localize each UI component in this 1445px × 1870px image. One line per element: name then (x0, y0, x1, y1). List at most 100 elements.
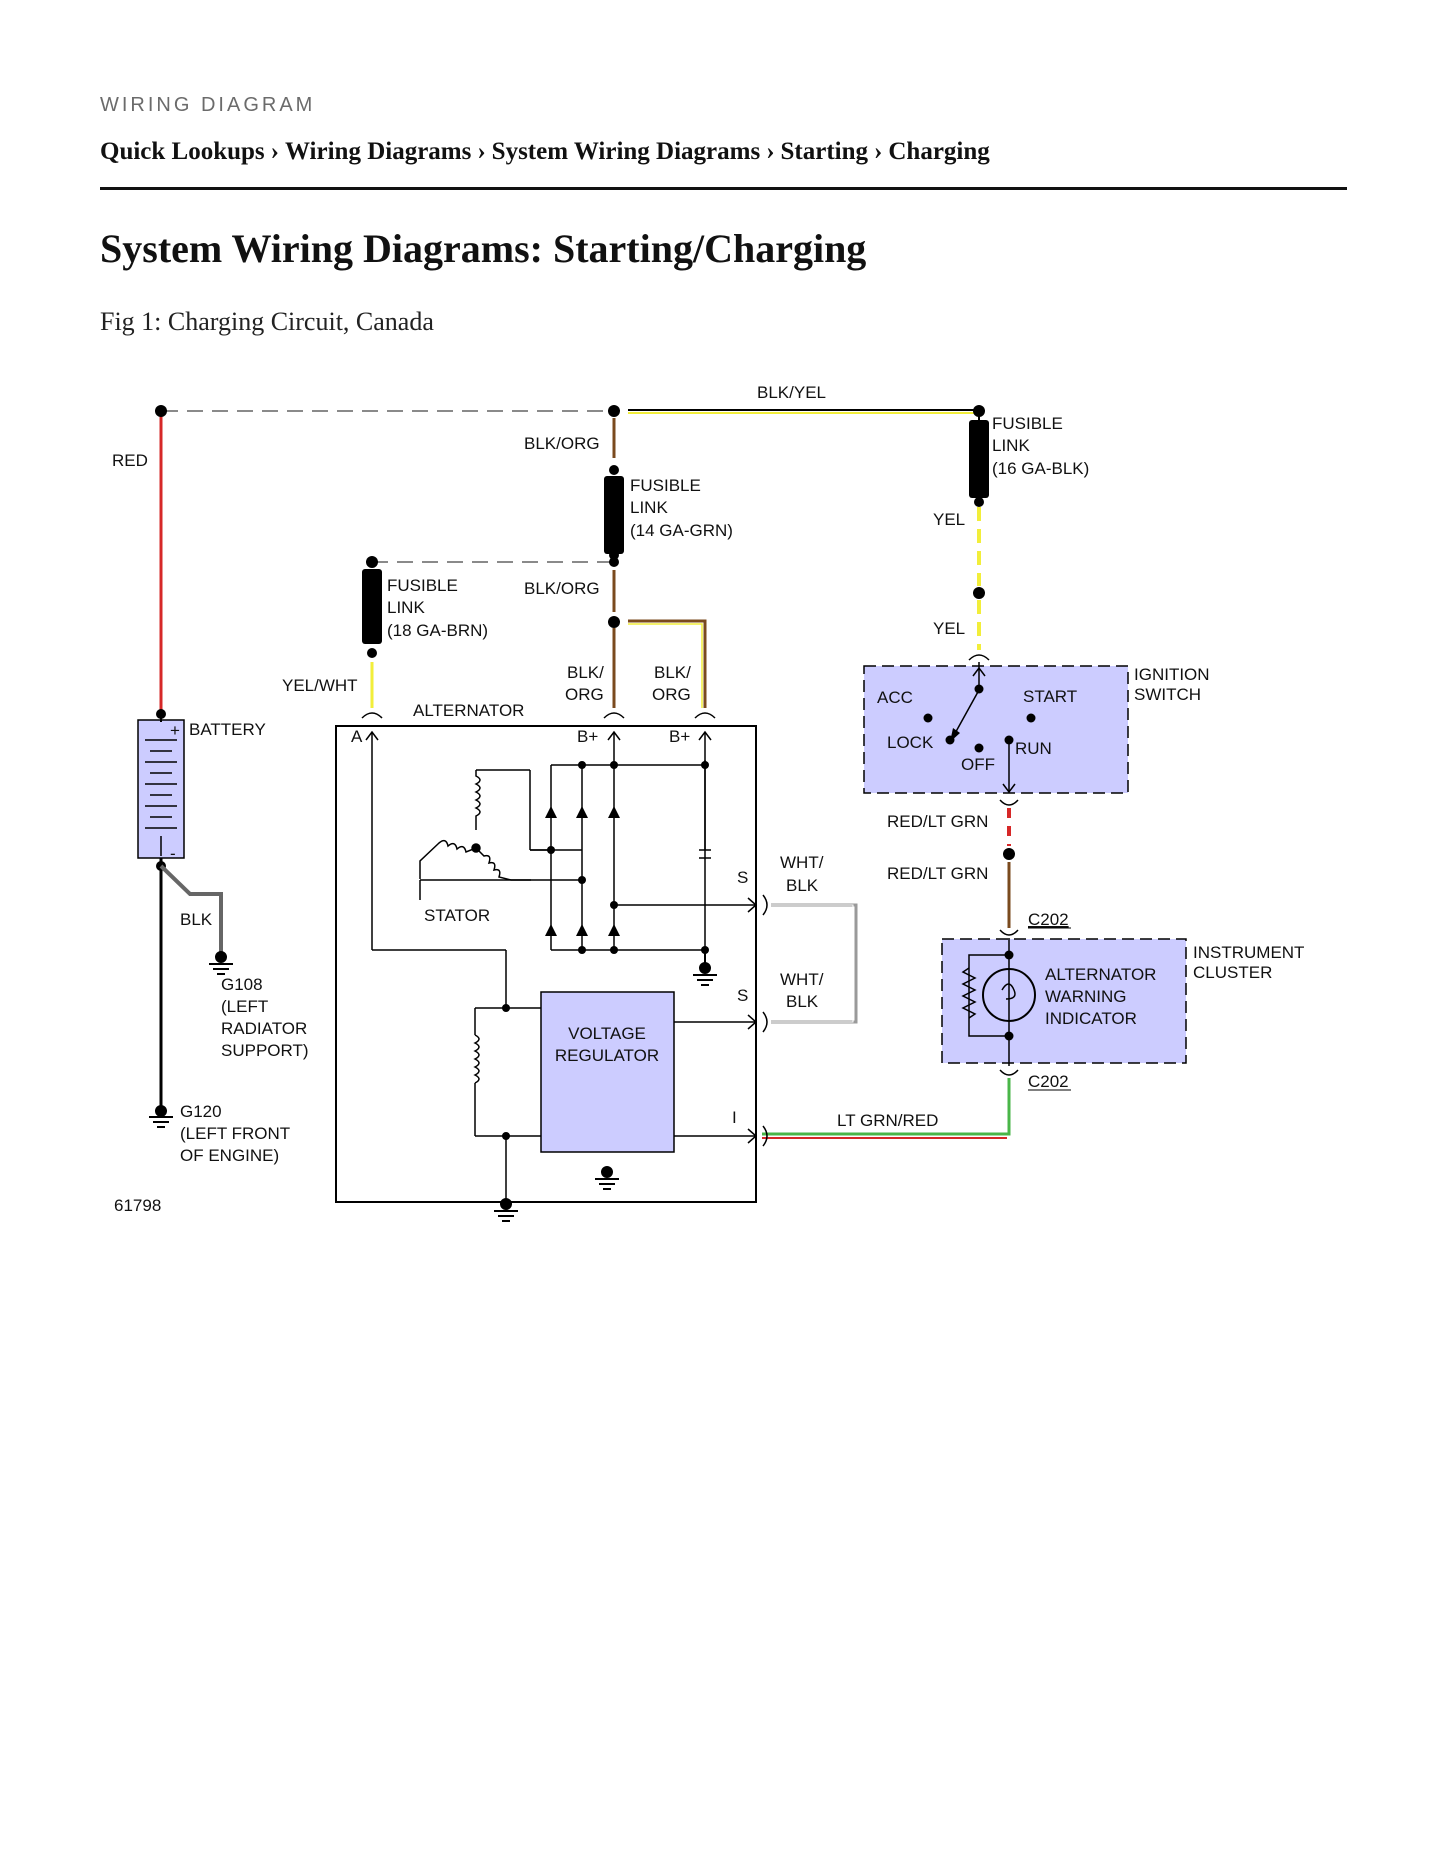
label-voltage-regulator-line1: VOLTAGE (568, 1024, 646, 1043)
label-red-lt-grn-lower: RED/LT GRN (887, 864, 988, 883)
label-blk-org-split-1a: BLK/ (567, 663, 604, 682)
splice-dot (366, 556, 378, 568)
fusible-link-18ga (362, 569, 382, 644)
label-yel-lower: YEL (933, 619, 965, 638)
connector-c202-bottom (999, 1069, 1019, 1076)
label-fusible-14ga-line2: LINK (630, 498, 668, 517)
wire-lt-grn-red-green (762, 1078, 1011, 1136)
label-red-lt-grn-upper: RED/LT GRN (887, 812, 988, 831)
label-alternator: ALTERNATOR (413, 701, 524, 720)
figure-number: 61798 (114, 1196, 161, 1215)
label-indicator-line3: INDICATOR (1045, 1009, 1137, 1028)
battery-body (137, 719, 185, 859)
breadcrumb-separator: › (477, 138, 486, 165)
cluster-resistor (961, 967, 977, 1019)
label-wht-blk-2b: BLK (786, 992, 819, 1011)
label-ignition-off: OFF (961, 755, 995, 774)
label-fusible-16ga-line1: FUSIBLE (992, 414, 1063, 433)
ignition-pivot (974, 684, 984, 694)
splice-dot (974, 497, 984, 507)
alternator-housing (335, 725, 757, 1203)
alternator-terminal-connectors (361, 712, 716, 1008)
label-fusible-16ga-line3: (16 GA-BLK) (992, 459, 1089, 478)
ground-symbol-g108 (209, 951, 233, 975)
label-terminal-a: A (351, 727, 363, 746)
breadcrumb-item-quick-lookups[interactable]: Quick Lookups (100, 138, 265, 165)
label-g108-line4: SUPPORT) (221, 1041, 309, 1060)
label-fusible-14ga-line1: FUSIBLE (630, 476, 701, 495)
splice-dot (502, 1004, 510, 1012)
label-fusible-18ga-line2: LINK (387, 598, 425, 617)
header-divider (100, 187, 1347, 190)
label-yel-upper: YEL (933, 510, 965, 529)
battery-minus-sign: - (170, 844, 176, 863)
rectifier-diodes (545, 806, 620, 936)
label-ignition-switch-line2: SWITCH (1134, 685, 1201, 704)
label-terminal-b1: B+ (577, 727, 598, 746)
fusible-link-14ga (604, 476, 624, 554)
connector-c202-top (999, 929, 1019, 936)
connector-ignition-bottom (999, 799, 1019, 806)
label-indicator-line2: WARNING (1045, 987, 1127, 1006)
ignition-switch-box (863, 665, 1129, 794)
label-c202-top: C202 (1028, 910, 1069, 929)
ignition-wiper (952, 689, 980, 738)
label-lt-grn-red: LT GRN/RED (837, 1111, 938, 1130)
breadcrumb-separator: › (874, 138, 883, 165)
label-c202-bottom: C202 (1028, 1072, 1069, 1091)
splice-dot (609, 465, 619, 475)
label-g108-line3: RADIATOR (221, 1019, 307, 1038)
breadcrumb-item-system-wiring-diagrams[interactable]: System Wiring Diagrams (491, 138, 761, 165)
label-blk: BLK (180, 910, 213, 929)
alternator-ground-right (693, 950, 717, 986)
label-g120-line2: (LEFT FRONT (180, 1124, 290, 1143)
label-wht-blk-2a: WHT/ (780, 970, 824, 989)
ignition-contact-lock (945, 735, 955, 745)
label-terminal-s1: S (737, 868, 748, 887)
label-stator: STATOR (424, 906, 490, 925)
splice-dot (367, 648, 377, 658)
breadcrumb-separator: › (766, 138, 775, 165)
label-wht-blk-1b: BLK (786, 876, 819, 895)
label-ignition-lock: LOCK (887, 733, 934, 752)
label-blk-org-split-2a: BLK/ (654, 663, 691, 682)
ignition-contact-off (974, 743, 984, 753)
breadcrumb-separator: › (270, 138, 279, 165)
breadcrumb-item-starting[interactable]: Starting (780, 138, 869, 165)
instrument-cluster-box (941, 938, 1187, 1064)
wire-blk-org-right-branch (628, 619, 707, 708)
ignition-arrow-in (972, 666, 986, 677)
splice-dot (155, 405, 167, 417)
breadcrumb-item-wiring-diagrams[interactable]: Wiring Diagrams (285, 138, 472, 165)
label-ignition-switch-line1: IGNITION (1134, 665, 1210, 684)
splice-dot (609, 557, 619, 567)
label-blk-org-split-2b: ORG (652, 685, 691, 704)
battery-plus-sign: + (170, 721, 180, 740)
ground-symbol-g120 (149, 1105, 173, 1128)
splice-dot (608, 616, 620, 628)
splice-dot (973, 587, 985, 599)
label-terminal-s2: S (737, 986, 748, 1005)
label-indicator-line1: ALTERNATOR (1045, 965, 1156, 984)
lamp-filament (1001, 983, 1016, 1000)
label-terminal-i: I (732, 1108, 737, 1127)
wire-wht-blk-loop-inner (771, 904, 854, 1023)
label-g120-line3: OF ENGINE) (180, 1146, 279, 1165)
label-red: RED (112, 451, 148, 470)
wire-blk-org-right-branch-yellow (628, 623, 703, 708)
breadcrumb-item-charging[interactable]: Charging (888, 138, 990, 165)
label-ignition-run: RUN (1015, 739, 1052, 758)
breadcrumb: Quick Lookups›Wiring Diagrams›System Wir… (100, 138, 990, 166)
document-type-label: WIRING DIAGRAM (100, 94, 316, 116)
rectifier-junctions (547, 761, 709, 954)
label-wht-blk-1a: WHT/ (780, 853, 824, 872)
regulator-ground (595, 1166, 619, 1190)
label-g108-line2: (LEFT (221, 997, 268, 1016)
fusible-link-16ga (969, 420, 989, 498)
wire-blk-to-g108 (159, 864, 223, 952)
label-voltage-regulator-line2: REGULATOR (555, 1046, 659, 1065)
label-blk-org-top: BLK/ORG (524, 434, 600, 453)
splice-dot (609, 550, 619, 560)
label-g108-line1: G108 (221, 975, 263, 994)
